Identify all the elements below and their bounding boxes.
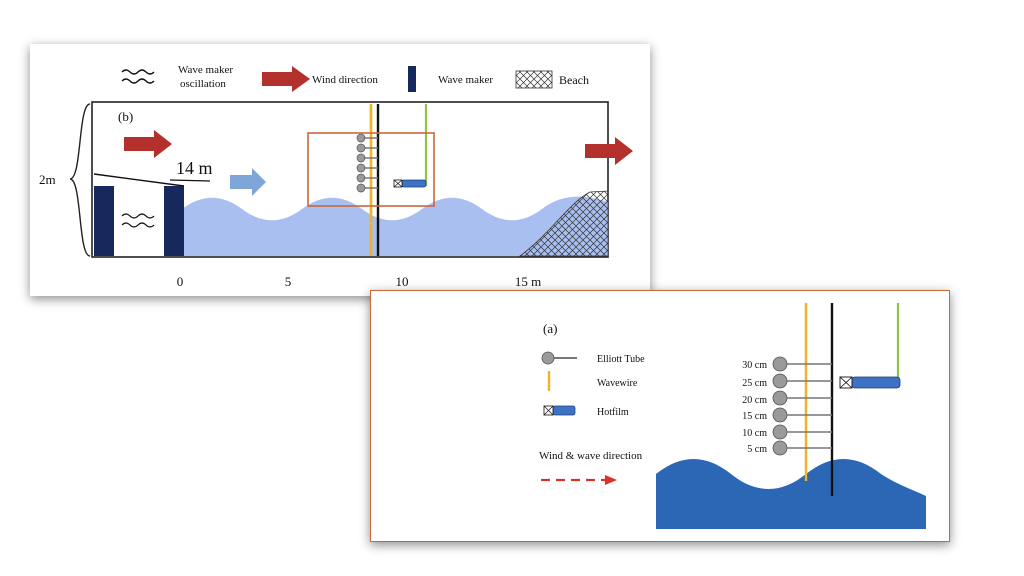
measurement-zoom-box bbox=[307, 132, 435, 207]
flume-tank-frame bbox=[91, 101, 609, 258]
water-surface bbox=[182, 196, 608, 256]
wind-arrow-inlet bbox=[124, 130, 172, 158]
wavemaker-paddle-left bbox=[94, 186, 114, 256]
panel-a-label: (a) bbox=[543, 321, 557, 336]
wave-direction-arrow bbox=[230, 168, 266, 196]
legend-direction-label: Wind & wave direction bbox=[539, 450, 643, 462]
legend-wavewire-label: Wavewire bbox=[597, 378, 638, 389]
legend-beach-icon bbox=[515, 70, 553, 89]
height-label-30: 30 cm bbox=[742, 360, 767, 371]
legend-oscillation-label-1: Wave maker bbox=[178, 64, 233, 76]
panel-a-instrument-detail: (a) Elliott Tube Wavewire Hotfilm Wind &… bbox=[370, 290, 950, 542]
x-tick-0: 0 bbox=[177, 274, 184, 289]
legend-elliott-tube-label: Elliott Tube bbox=[597, 354, 645, 365]
x-tick-5: 5 bbox=[285, 274, 292, 289]
legend-beach-label: Beach bbox=[559, 73, 589, 87]
legend-oscillation-label-2: oscillation bbox=[180, 78, 226, 90]
x-tick-15: 15 m bbox=[515, 274, 541, 289]
panel-b-label: (b) bbox=[118, 109, 133, 124]
flume-diagram: Wave maker oscillation Wind direction Wa… bbox=[39, 64, 633, 289]
panel-b-flume-overview: Wave maker oscillation Wind direction Wa… bbox=[30, 44, 650, 296]
height-label-10: 10 cm bbox=[742, 428, 767, 439]
wavemaker-paddle-right bbox=[164, 186, 184, 256]
height-label-5: 5 cm bbox=[747, 444, 767, 455]
instrument-diagram: (a) Elliott Tube Wavewire Hotfilm Wind &… bbox=[539, 303, 926, 529]
legend-wavemaker-icon bbox=[408, 66, 416, 92]
legend-wavemaker-label: Wave maker bbox=[438, 74, 493, 86]
legend-elliott-tube-icon bbox=[541, 351, 577, 365]
elliott-tube-array-b bbox=[356, 133, 378, 193]
legend-oscillation-icon bbox=[121, 69, 155, 84]
wavemaker-cover bbox=[93, 173, 185, 187]
height-label-20: 20 cm bbox=[742, 395, 767, 406]
fetch-line bbox=[169, 179, 211, 182]
x-tick-10: 10 bbox=[396, 274, 409, 289]
wind-arrow-outlet bbox=[585, 137, 633, 165]
legend-wind-label: Wind direction bbox=[312, 74, 378, 86]
elliott-tube-array-a bbox=[772, 356, 832, 456]
legend-hotfilm-label: Hotfilm bbox=[597, 407, 629, 418]
wavemaker-oscillation-icon bbox=[121, 213, 155, 228]
fetch-label: 14 m bbox=[176, 158, 213, 178]
height-label-15: 15 cm bbox=[742, 411, 767, 422]
height-label: 2m bbox=[39, 172, 56, 187]
height-label-25: 25 cm bbox=[742, 378, 767, 389]
legend-hotfilm-icon bbox=[543, 405, 576, 416]
legend-wind-arrow-icon bbox=[262, 66, 310, 92]
hotfilm-probe-a bbox=[839, 376, 901, 389]
beach-slope bbox=[518, 190, 609, 257]
height-brace bbox=[69, 103, 91, 257]
legend-direction-arrow-icon bbox=[541, 475, 617, 485]
hotfilm-probe-b bbox=[393, 179, 427, 188]
water-surface-a bbox=[656, 459, 926, 529]
